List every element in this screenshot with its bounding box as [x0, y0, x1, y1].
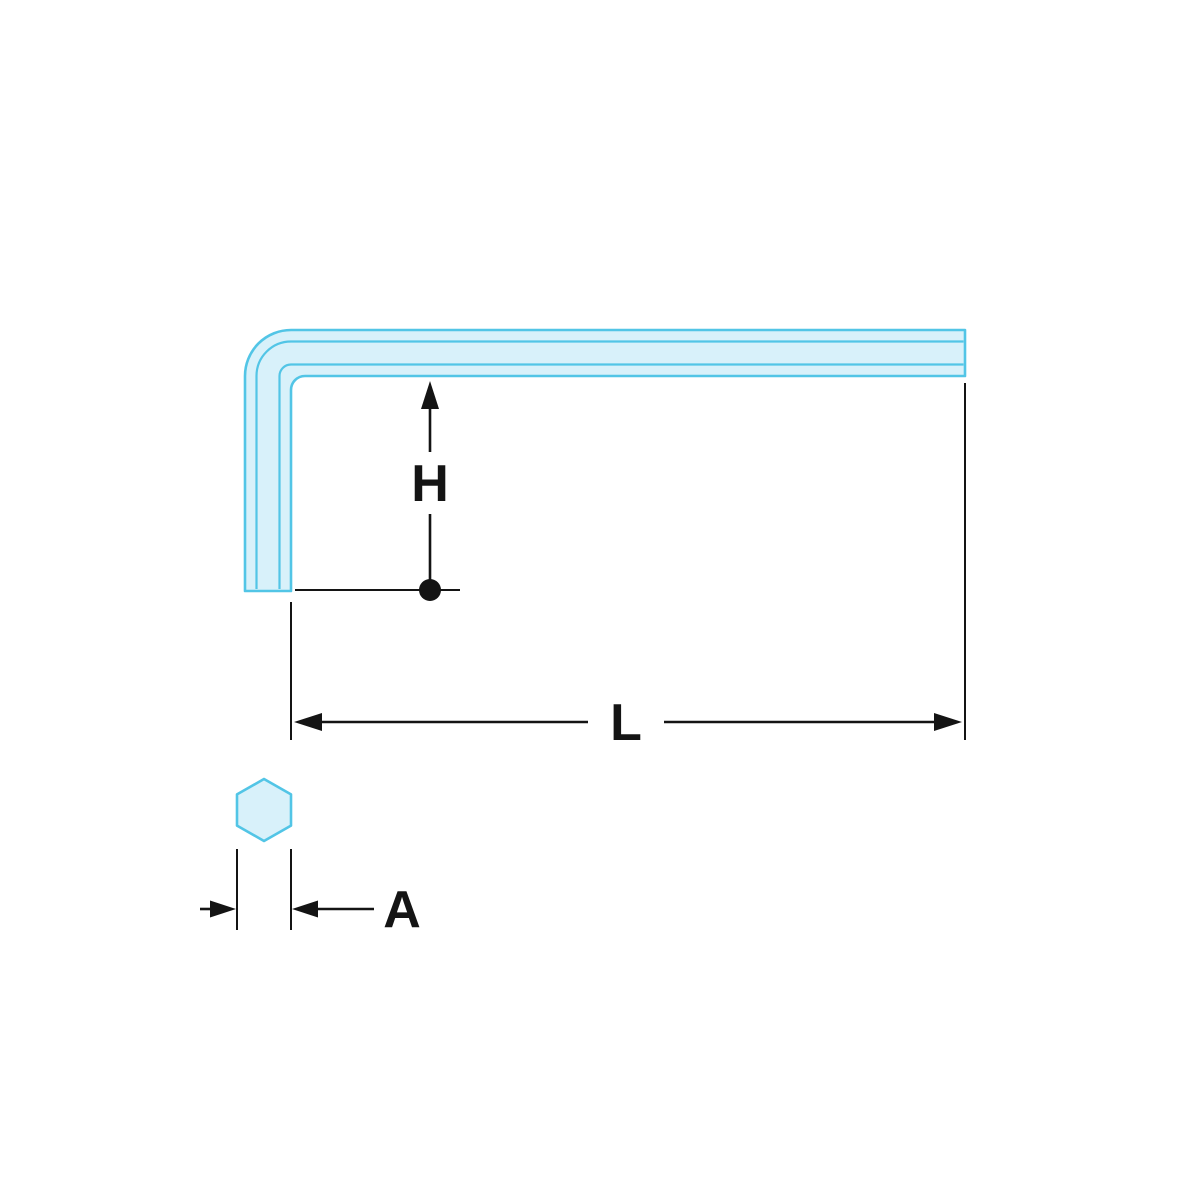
h-arrow-up-icon [421, 381, 439, 409]
l-arrow-right-icon [934, 713, 962, 731]
hex-key-body [243, 328, 967, 593]
l-arrow-left-icon [294, 713, 322, 731]
a-arrow-left-icon [210, 900, 236, 918]
hex-key-facet-edge-lower [278, 363, 964, 589]
a-dimension: A [200, 777, 421, 939]
h-dimension: H [295, 381, 460, 601]
l-dimension: L [290, 383, 966, 752]
hex-cross-section [235, 777, 293, 843]
hex-key-facet-edge-upper [255, 340, 964, 589]
a-dimension-label: A [383, 881, 421, 939]
l-dimension-label: L [610, 694, 642, 752]
h-dimension-label: H [411, 455, 449, 513]
a-arrow-right-icon [292, 900, 318, 918]
hex-key [243, 328, 967, 593]
